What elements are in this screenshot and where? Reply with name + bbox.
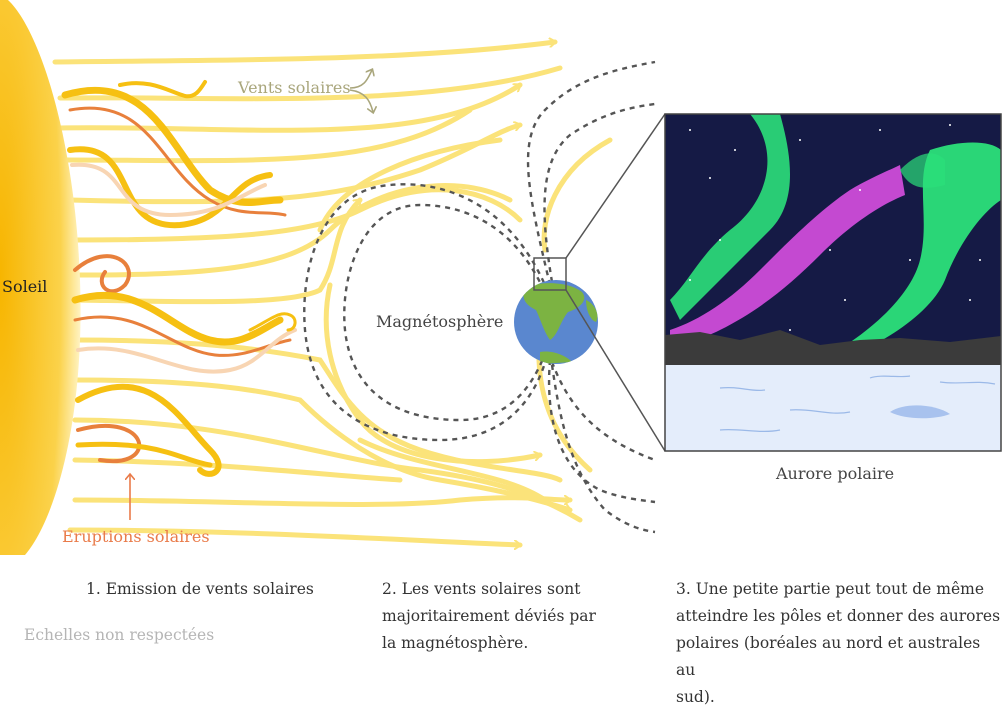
wind-stream [67, 125, 520, 205]
scale-note: Echelles non respectées [24, 622, 214, 649]
wind-stream [323, 282, 540, 465]
field-line [550, 361, 656, 462]
caption-step-2-line: la magnétosphère. [382, 634, 529, 652]
flare-loop [73, 315, 292, 357]
caption-step-3-line: polaires (boréales au nord et australes … [676, 634, 981, 679]
wind-stream [72, 183, 513, 278]
earth-continent [540, 351, 572, 364]
caption-step-1-line: 1. Emission de vents solaires [86, 580, 314, 598]
flare-loop [71, 291, 284, 346]
field-line [550, 364, 656, 534]
stars [689, 124, 981, 331]
field-line [303, 183, 550, 442]
aurora-inset [664, 113, 1002, 452]
sun-label: Soleil [2, 277, 48, 296]
flare-loop [61, 86, 284, 206]
flare-loop [67, 146, 273, 229]
earth [514, 113, 666, 452]
aurora-label: Aurore polaire [776, 464, 895, 483]
ice-patch [890, 405, 950, 419]
caption-step-3-line: sud). [676, 688, 715, 706]
caption-step-3-line: atteindre les pôles et donner des aurore… [676, 607, 1001, 625]
flare-curl [118, 80, 207, 99]
wind-stream [62, 107, 473, 164]
caption-step-3: 3. Une petite partie peut tout de même a… [676, 576, 1002, 711]
winds-label-arrow-up [349, 70, 372, 89]
sun-disk [0, 0, 81, 555]
aurora-band-green [820, 142, 1001, 360]
solar-flares [61, 80, 297, 477]
magnetosphere-label: Magnétosphère [376, 312, 504, 331]
flare-loop [68, 106, 287, 217]
wind-stream [541, 137, 613, 253]
field-line [543, 102, 656, 283]
solar-winds-label: Vents solaires [238, 78, 351, 97]
flare-loop [76, 328, 297, 374]
wind-stream [72, 337, 563, 483]
caption-step-2-line: majoritairement déviés par [382, 607, 596, 625]
field-line [547, 359, 656, 504]
flare-loop [75, 383, 222, 477]
solar-wind-diagram [0, 0, 1002, 555]
wind-stream [72, 377, 570, 510]
caption-step-2: 2. Les vents solaires sont majoritaireme… [382, 576, 596, 657]
caption-step-1: 1. Emission de vents solaires [86, 576, 314, 603]
sun [0, 0, 81, 555]
magnetosphere-field-lines [303, 60, 656, 534]
ice-cracks [719, 375, 996, 433]
caption-step-3-line: 3. Une petite partie peut tout de même [676, 580, 985, 598]
wind-stream [72, 457, 403, 483]
aurora-band-green [670, 114, 790, 320]
snow-ground [665, 365, 1001, 451]
aurora-band-pink [670, 165, 905, 345]
aurora-band-green [900, 153, 945, 188]
caption-step-2-line: 2. Les vents solaires sont [382, 580, 581, 598]
flare-loop [73, 254, 131, 294]
field-line [526, 60, 656, 286]
earth-continent [523, 283, 585, 340]
scale-note-text: Echelles non respectées [24, 626, 215, 644]
solar-flares-label: Eruptions solaires [62, 527, 210, 546]
flare-curl [248, 312, 297, 332]
flare-loop [70, 162, 267, 218]
mountains [665, 330, 1001, 365]
winds-label-arrow-down [349, 89, 373, 112]
wind-stream [72, 197, 363, 305]
aurora-zoom-box [533, 257, 567, 291]
wind-stream [357, 437, 548, 503]
wind-stream [52, 42, 555, 65]
wind-stream [57, 82, 523, 133]
flare-loop [76, 423, 142, 464]
earth-continent [586, 300, 598, 322]
wind-stream [317, 137, 503, 233]
wind-stream [67, 527, 520, 545]
flare-loop [75, 441, 213, 468]
wind-stream [72, 498, 570, 507]
field-line [343, 203, 550, 422]
